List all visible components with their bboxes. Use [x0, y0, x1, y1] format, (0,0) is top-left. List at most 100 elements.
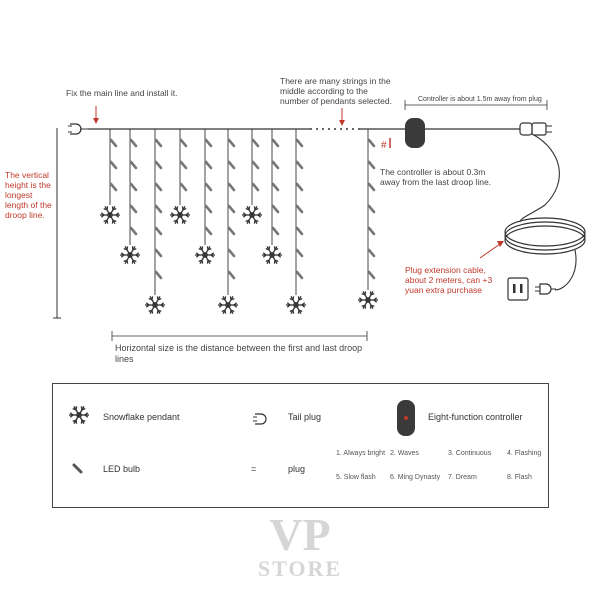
- led-bulb: [295, 204, 304, 214]
- led-bulb: [154, 160, 163, 170]
- led-bulb: [204, 160, 213, 170]
- snowflake-pendant: [145, 296, 165, 314]
- led-bulb: [295, 182, 304, 192]
- led-bulb: [179, 160, 188, 170]
- legend-plug-label: plug: [288, 464, 306, 474]
- led-bulb: [367, 204, 376, 214]
- cable-coil: [504, 217, 586, 255]
- string-light-diagram: #: [53, 100, 586, 341]
- led-bulb-icon: [72, 463, 83, 474]
- led-bulb: [251, 182, 260, 192]
- snowflake-pendant: [100, 206, 120, 224]
- led-bulb: [295, 248, 304, 258]
- led-bulb: [251, 160, 260, 170]
- led-bulb: [154, 138, 163, 148]
- snowflake-pendant: [286, 296, 306, 314]
- led-bulb: [129, 138, 138, 148]
- function-2: 2. Waves: [390, 450, 419, 457]
- legend-snowflake-label: Snowflake pendant: [103, 412, 180, 422]
- led-bulb: [154, 182, 163, 192]
- led-bulb: [367, 270, 376, 280]
- led-bulb: [367, 138, 376, 148]
- led-bulb: [129, 226, 138, 236]
- extension-cable: [519, 134, 560, 223]
- tail-plug-icon: [68, 123, 90, 135]
- snowflake-pendant: [262, 246, 282, 264]
- function-8: 8. Flash: [507, 474, 532, 481]
- led-bulb: [154, 226, 163, 236]
- led-bulb: [227, 248, 236, 258]
- led-bulb: [109, 160, 118, 170]
- snowflake-pendant: [170, 206, 190, 224]
- led-bulb: [129, 204, 138, 214]
- watermark-store: STORE: [257, 556, 343, 581]
- led-bulb: [367, 226, 376, 236]
- watermark-vp: VP: [269, 509, 331, 560]
- function-6: 6. Ming Dynasty: [390, 474, 441, 481]
- led-bulb: [204, 204, 213, 214]
- led-bulb: [204, 226, 213, 236]
- controller-legend-icon: [397, 400, 415, 436]
- snowflake-pendant: [218, 296, 238, 314]
- led-bulb: [109, 182, 118, 192]
- function-5: 5. Slow flash: [336, 474, 376, 481]
- cable-arrow: [479, 243, 501, 259]
- led-bulb: [367, 160, 376, 170]
- fix-main-line-note: Fix the main line and install it.: [66, 88, 178, 98]
- end-plug-icon: [519, 122, 552, 136]
- led-bulb: [154, 204, 163, 214]
- snowflake-pendant: [195, 246, 215, 264]
- function-1: 1. Always bright: [336, 450, 386, 457]
- function-3: 3. Continuous: [448, 450, 492, 457]
- led-bulb: [154, 248, 163, 258]
- legend-box: Snowflake pendant Tail plug Eight-functi…: [52, 383, 549, 508]
- led-bulb: [129, 160, 138, 170]
- vertical-height-note: The vertical height is the longest lengt…: [5, 170, 52, 220]
- led-bulb: [179, 138, 188, 148]
- led-bulb: [367, 248, 376, 258]
- led-bulb: [154, 270, 163, 280]
- led-bulb: [251, 138, 260, 148]
- led-bulb: [271, 160, 280, 170]
- snowflake-pendant: [358, 291, 378, 309]
- led-bulb: [271, 182, 280, 192]
- extension-cable-note: Plug extension cable, about 2 meters, ca…: [405, 265, 493, 295]
- led-bulb: [271, 204, 280, 214]
- led-bulb: [271, 138, 280, 148]
- function-4: 4. Flashing: [507, 450, 542, 457]
- plug-icon: [535, 283, 556, 295]
- controller-icon: [405, 118, 425, 148]
- snowflake-icon: [69, 405, 89, 425]
- led-bulb: [367, 182, 376, 192]
- legend-controller-label: Eight-function controller: [428, 412, 523, 422]
- led-bulb: [179, 182, 188, 192]
- led-bulb: [227, 270, 236, 280]
- led-bulb: [227, 160, 236, 170]
- tail-plug-legend-icon: [253, 413, 267, 425]
- led-bulb: [295, 138, 304, 148]
- led-bulb: [227, 204, 236, 214]
- droop-lines: [100, 129, 378, 314]
- legend-tail-plug-label: Tail plug: [288, 412, 322, 422]
- snowflake-pendant: [242, 206, 262, 224]
- legend-equals: =: [251, 464, 257, 474]
- controller-distance-plug-note: Controller is about 1.5m away from plug: [418, 96, 542, 103]
- led-bulb: [227, 182, 236, 192]
- led-bulb: [204, 138, 213, 148]
- function-7: 7. Dream: [448, 474, 477, 481]
- led-bulb: [271, 226, 280, 236]
- led-bulb: [295, 226, 304, 236]
- led-bulb: [129, 182, 138, 192]
- led-bulb: [227, 138, 236, 148]
- led-bulb: [295, 270, 304, 280]
- controller-distance-droop-note: The controller is about 0.3m away from t…: [380, 167, 492, 187]
- legend-led-label: LED bulb: [103, 464, 141, 474]
- snowflake-pendant: [120, 246, 140, 264]
- horizontal-size-note: Horizontal size is the distance between …: [115, 343, 363, 364]
- led-bulb: [109, 138, 118, 148]
- wall-socket-icon: [507, 277, 529, 301]
- led-bulb: [204, 182, 213, 192]
- led-bulb: [227, 226, 236, 236]
- red-marker: #: [381, 140, 387, 151]
- many-strings-note: There are many strings in the middle acc…: [280, 76, 392, 106]
